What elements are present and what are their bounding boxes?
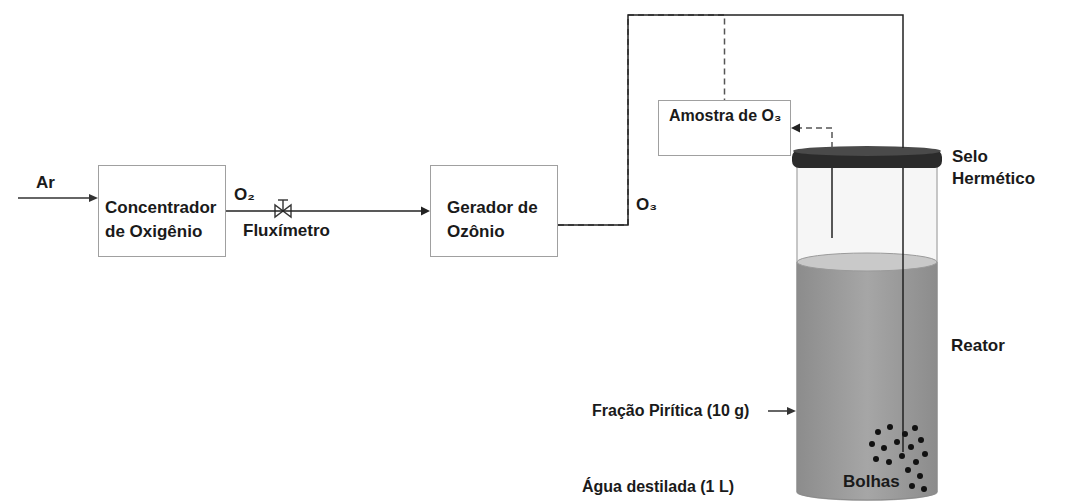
input-label: Água destilada (1 L) [582,476,734,498]
inlet-label: Ar [36,172,55,194]
arrow-head [791,124,800,133]
sample-box: Amostra de O₃ [658,100,791,156]
arrow-head [421,207,430,216]
gas-pipe [558,15,903,225]
process-box: Gerador de Ozônio [430,165,558,257]
gas-label: O₃ [636,194,657,216]
air-inlet-arrow [18,194,98,202]
gas-pipe [226,207,430,216]
valve-symbol [275,200,291,217]
sample-line [791,124,832,149]
connector-line [799,128,832,148]
process-box: Concentrador de Oxigênio [98,165,226,257]
reactor-node: ReatorBolhas [795,148,940,500]
reactor-vessel [792,146,942,500]
node-text: Amostra de O₃ [669,105,784,127]
connector-line [558,15,903,225]
node-text: Gerador de Ozônio [447,196,551,244]
component-label: Selo Hermético [952,146,1047,190]
node-text: Reator [951,334,1005,358]
connector-line [226,210,422,212]
node-text: Concentrador de Oxigênio [105,196,219,244]
input-label: Fração Pirítica (10 g) [592,400,749,422]
solid-inlet-arrow [768,407,796,415]
node-text: Bolhas [843,470,900,494]
component-label: Fluxímetro [243,220,330,242]
edge-label: O₂ [232,184,257,206]
